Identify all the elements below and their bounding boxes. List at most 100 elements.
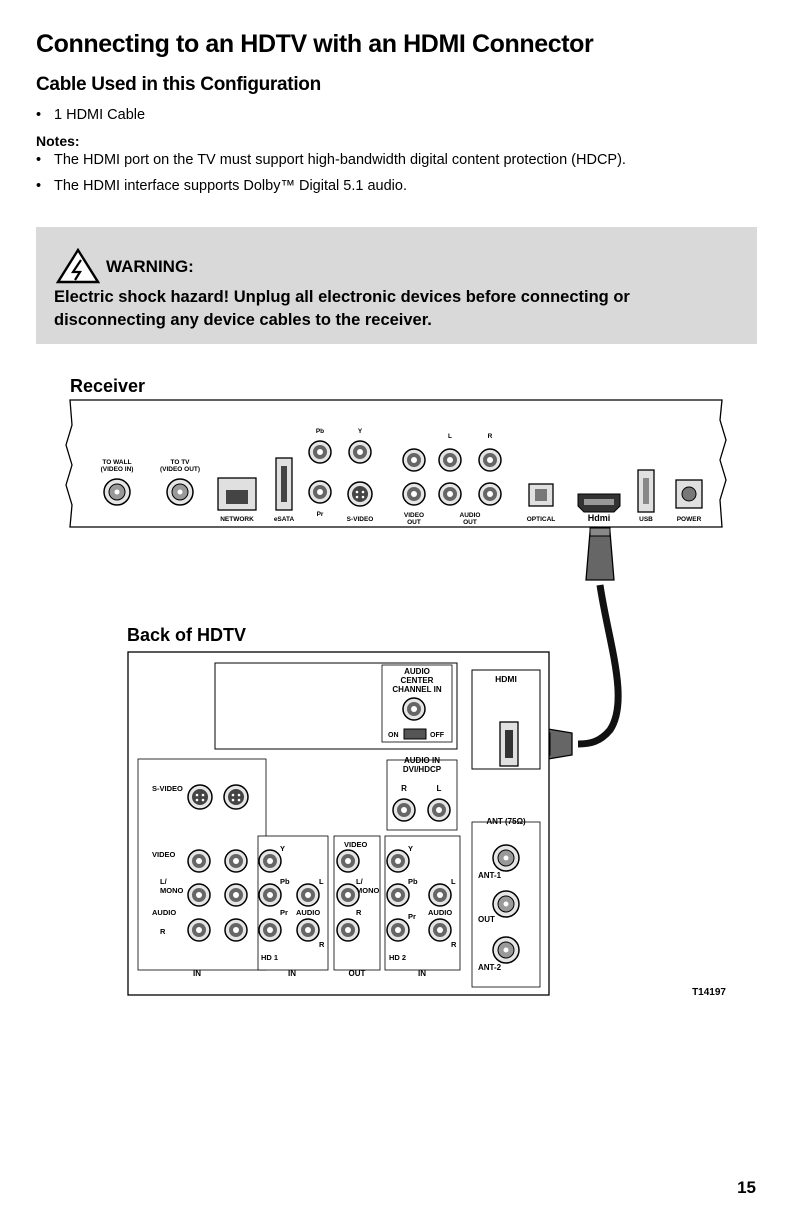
hdtv-port-label: R (356, 908, 362, 917)
hdtv-port-label: R (401, 784, 407, 793)
receiver-port-label: USB (639, 516, 653, 523)
hdtv-port-label: ANT-1 (478, 871, 502, 880)
hdtv-port-label: L (451, 877, 456, 886)
warning-text: Electric shock hazard! Unplug all electr… (54, 288, 630, 329)
note-text: The HDMI port on the TV must support hig… (54, 152, 626, 168)
section-subtitle: Cable Used in this Configuration (36, 74, 321, 95)
hdtv-port-label: L (437, 784, 442, 793)
hdmi-cable (535, 527, 622, 760)
rca-port-icon (402, 482, 426, 506)
hdtv-port-label: CHANNEL IN (392, 685, 441, 694)
rca-port-icon (478, 482, 502, 506)
receiver-port-label: OUT (463, 519, 477, 526)
figure-id: T14197 (692, 987, 726, 998)
hdtv-port-label: Pr (408, 912, 416, 921)
receiver-port-label: POWER (677, 516, 702, 523)
hdmi-port-icon (577, 493, 621, 513)
receiver-port-label: Pb (316, 428, 324, 435)
coax-port-icon (492, 890, 520, 918)
power-port-icon (675, 479, 703, 509)
hdtv-port-label: VIDEO (344, 840, 368, 849)
rca-port-icon (258, 918, 282, 942)
hdtv-group-label: IN (193, 969, 201, 978)
warning-title: WARNING: (106, 257, 194, 276)
receiver-port-label: NETWORK (220, 516, 254, 523)
hdmi-logo: Hdmi (588, 513, 611, 523)
hdtv-port-label: AUDIO (428, 908, 452, 917)
rca-port-icon (402, 697, 426, 721)
hdtv-port-label: Pb (280, 877, 290, 886)
hdtv-port-label: DVI/HDCP (403, 765, 442, 774)
rca-port-icon (386, 849, 410, 873)
hdtv-port-label: CENTER (401, 676, 434, 685)
rca-port-icon (427, 798, 451, 822)
rca-port-icon (428, 918, 452, 942)
note-item: •The HDMI interface supports Dolby™ Digi… (36, 178, 407, 194)
rca-port-icon (258, 883, 282, 907)
receiver-port-label: TO TV (170, 459, 190, 466)
hdtv-port-label: L/ (356, 877, 364, 886)
receiver-port-label: eSATA (274, 516, 295, 523)
switch-icon (403, 728, 427, 740)
svideo-port-icon (187, 784, 213, 810)
receiver-port-label: S-VIDEO (347, 516, 374, 523)
hdtv-hdmi-label: HDMI (495, 674, 517, 684)
coax-port-icon (103, 478, 131, 506)
note-item: •The HDMI port on the TV must support hi… (36, 152, 626, 168)
notes-heading: Notes: (36, 133, 80, 149)
note-text: The HDMI interface supports Dolby™ Digit… (54, 178, 407, 194)
rca-port-icon (392, 798, 416, 822)
hdtv-port-label: Pb (408, 877, 418, 886)
hdtv-port-label: L (319, 877, 324, 886)
hdtv-port-label: AUDIO IN (404, 756, 440, 765)
hdtv-port-label: L/ (160, 877, 168, 886)
rca-port-icon (187, 883, 211, 907)
hdtv-port-label: R (319, 940, 325, 949)
optical-port-icon (528, 483, 554, 507)
rca-port-icon (308, 440, 332, 464)
esata-port-icon (275, 457, 293, 511)
hdtv-hdmi-port-icon (499, 721, 519, 767)
receiver-port-label: Y (358, 428, 363, 435)
receiver-port-label: AUDIO (460, 512, 481, 519)
rca-port-icon (336, 849, 360, 873)
rca-port-icon (438, 482, 462, 506)
rca-port-icon (224, 883, 248, 907)
rca-port-icon (428, 883, 452, 907)
hdtv-ant-group-label: ANT (75Ω) (486, 817, 526, 826)
hdtv-port-label: AUDIO (404, 667, 430, 676)
hdtv-port-label: R (451, 940, 457, 949)
rca-port-icon (308, 480, 332, 504)
receiver-port-label: OPTICAL (527, 516, 556, 523)
cable-item-text: 1 HDMI Cable (54, 107, 146, 123)
hdtv-panel: AUDIO CENTER CHANNEL IN ON OFF HDMI AUDI… (127, 651, 550, 996)
hdtv-port-label: HD 1 (261, 953, 278, 962)
electric-hazard-icon (56, 248, 100, 284)
page-title: Connecting to an HDTV with an HDMI Conne… (36, 30, 594, 58)
rca-port-icon (336, 883, 360, 907)
coax-port-icon (166, 478, 194, 506)
hdtv-port-label: Y (408, 844, 413, 853)
hdtv-switch-label: OFF (430, 732, 445, 739)
rca-port-icon (296, 918, 320, 942)
hdtv-group-label: IN (418, 969, 426, 978)
hdtv-port-label: S-VIDEO (152, 784, 183, 793)
hdtv-port-label: OUT (478, 915, 495, 924)
rca-port-icon (258, 849, 282, 873)
hdtv-port-label: R (160, 927, 166, 936)
receiver-port-label: R (488, 433, 493, 440)
rca-port-icon (187, 849, 211, 873)
hdtv-port-label: Pr (280, 908, 288, 917)
receiver-port-label: L (448, 433, 452, 440)
receiver-port-label: (VIDEO IN) (101, 466, 134, 473)
receiver-label: Receiver (70, 376, 146, 396)
rca-port-icon (348, 440, 372, 464)
rca-port-icon (402, 448, 426, 472)
hdtv-group-label: IN (288, 969, 296, 978)
rca-port-icon (336, 918, 360, 942)
hdtv-port-label: Y (280, 844, 285, 853)
hdtv-port-label: MONO (356, 886, 379, 895)
page-number: 15 (737, 1178, 756, 1197)
hdtv-port-label: MONO (160, 886, 183, 895)
